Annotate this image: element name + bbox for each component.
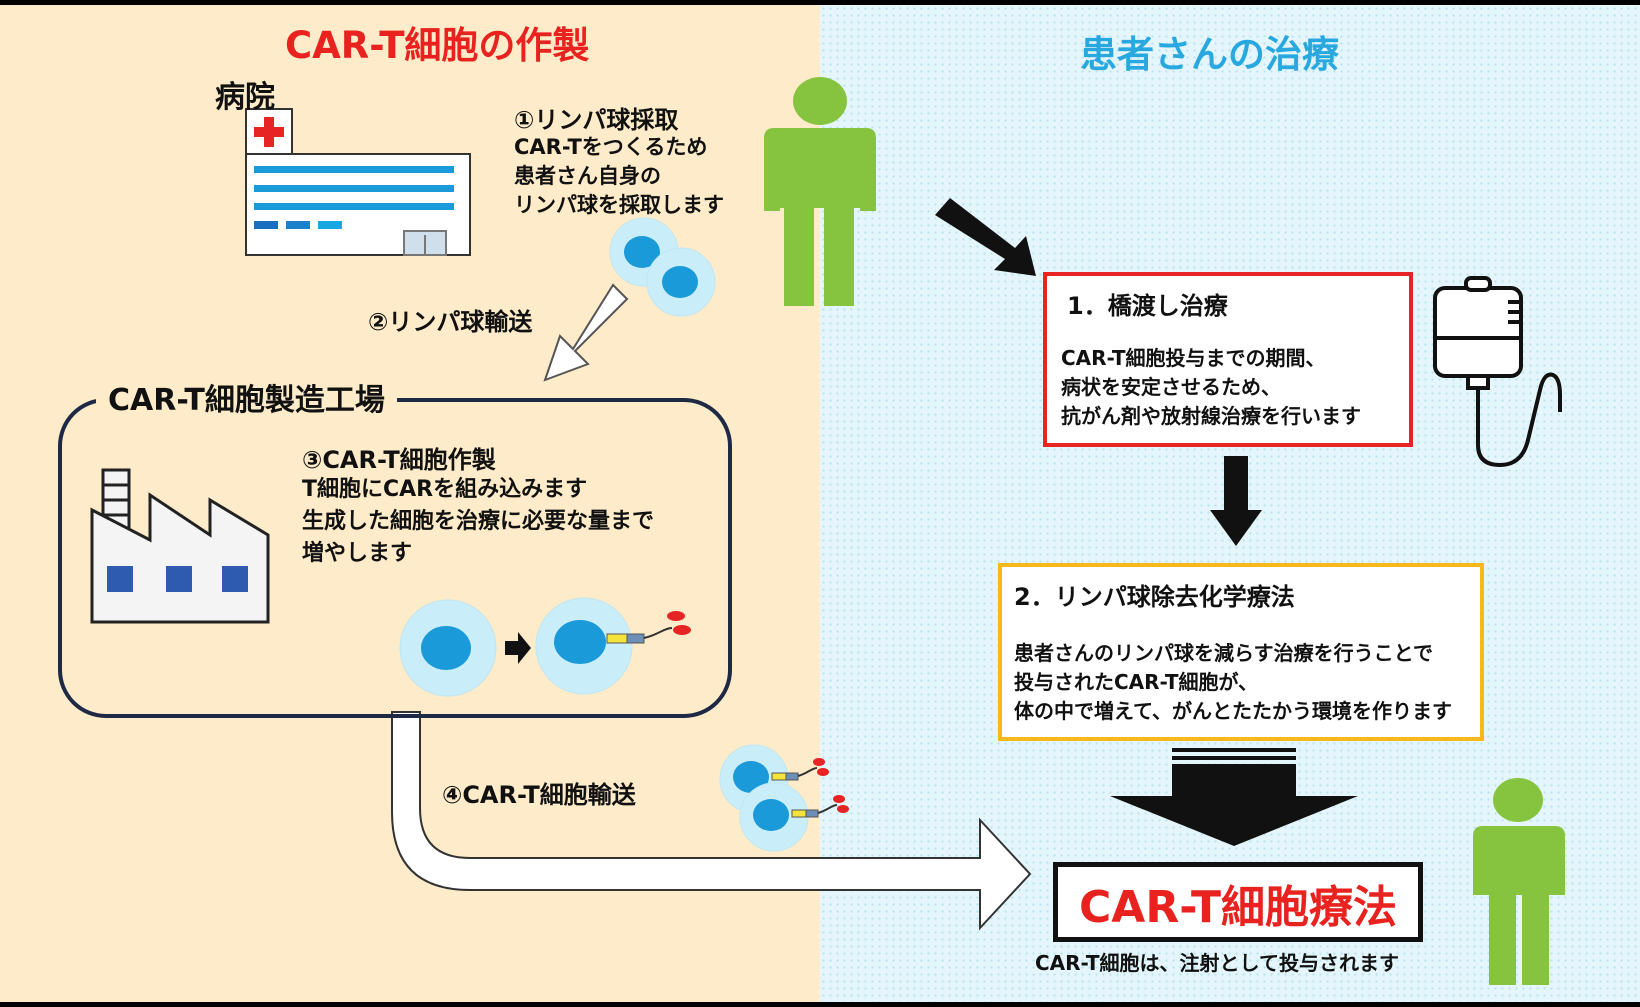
treatment-title: 患者さんの治療	[1080, 33, 1339, 76]
lymphodepletion-line-1: 患者さんのリンパ球を減らす治療を行うことで	[1014, 641, 1433, 665]
lymphodepletion-line-2: 投与されたCAR-T細胞が、	[1014, 670, 1259, 694]
step2-label: ②リンパ球輸送	[368, 308, 533, 336]
lymphodepletion-line-3: 体の中で増えて、がんとたたかう環境を作ります	[1014, 699, 1452, 723]
step1-line-1: CAR-Tをつくるため	[514, 135, 708, 159]
to-lymphodepletion-arrow	[1210, 456, 1262, 546]
hospital-label: 病院	[215, 80, 275, 115]
bridging-therapy-line-2: 病状を安定させるため、	[1061, 375, 1281, 399]
hospital-icon	[245, 108, 471, 256]
car-t-therapy-note: CAR-T細胞は、注射として投与されます	[1035, 951, 1399, 975]
step4-label: ④CAR-T細胞輸送	[442, 781, 636, 809]
t-cell-icon	[399, 599, 497, 697]
production-title: CAR-T細胞の作製	[285, 24, 590, 67]
conversion-arrow-icon	[505, 632, 531, 664]
bridging-therapy-line-3: 抗がん剤や放射線治療を行います	[1061, 404, 1361, 428]
step1-title: ①リンパ球採取	[514, 106, 679, 134]
step1-line-3: リンパ球を採取します	[514, 193, 724, 217]
step1-line-2: 患者さん自身の	[514, 164, 661, 188]
treated-patient-figure-icon	[1473, 778, 1565, 985]
lymphocyte-cells-icon	[609, 217, 716, 317]
lymphodepletion-box: 2．リンパ球除去化学療法 患者さんのリンパ球を減らす治療を行うことで 投与された…	[998, 563, 1484, 741]
step3-line-2: 生成した細胞を治療に必要な量まで	[302, 509, 655, 534]
to-bridging-therapy-arrow	[935, 198, 1036, 276]
transported-car-t-cells-icon	[719, 744, 849, 852]
factory-icon	[90, 468, 270, 624]
bridging-therapy-title: 1．橋渡し治療	[1067, 292, 1228, 320]
iv-drip-icon	[1433, 276, 1562, 468]
car-t-therapy-box: CAR-T細胞療法	[1053, 862, 1423, 942]
step3-line-1: T細胞にCARを組み込みます	[302, 477, 588, 502]
to-car-t-therapy-arrow	[1110, 748, 1358, 846]
lymphocyte-transport-arrow	[543, 283, 629, 382]
lymphodepletion-title: 2．リンパ球除去化学療法	[1014, 583, 1295, 611]
car-t-therapy-title: CAR-T細胞療法	[1078, 882, 1398, 933]
step3-title: ③CAR-T細胞作製	[302, 446, 496, 474]
car-t-transport-arrow	[391, 711, 1032, 931]
step3-line-3: 増やします	[302, 541, 413, 566]
bridging-therapy-box: 1．橋渡し治療 CAR-T細胞投与までの期間、 病状を安定させるため、 抗がん剤…	[1043, 272, 1413, 447]
bridging-therapy-line-1: CAR-T細胞投与までの期間、	[1061, 346, 1326, 370]
patient-figure-icon	[764, 77, 876, 306]
car-t-cell-icon	[535, 597, 691, 695]
factory-title: CAR-T細胞製造工場	[96, 375, 397, 419]
